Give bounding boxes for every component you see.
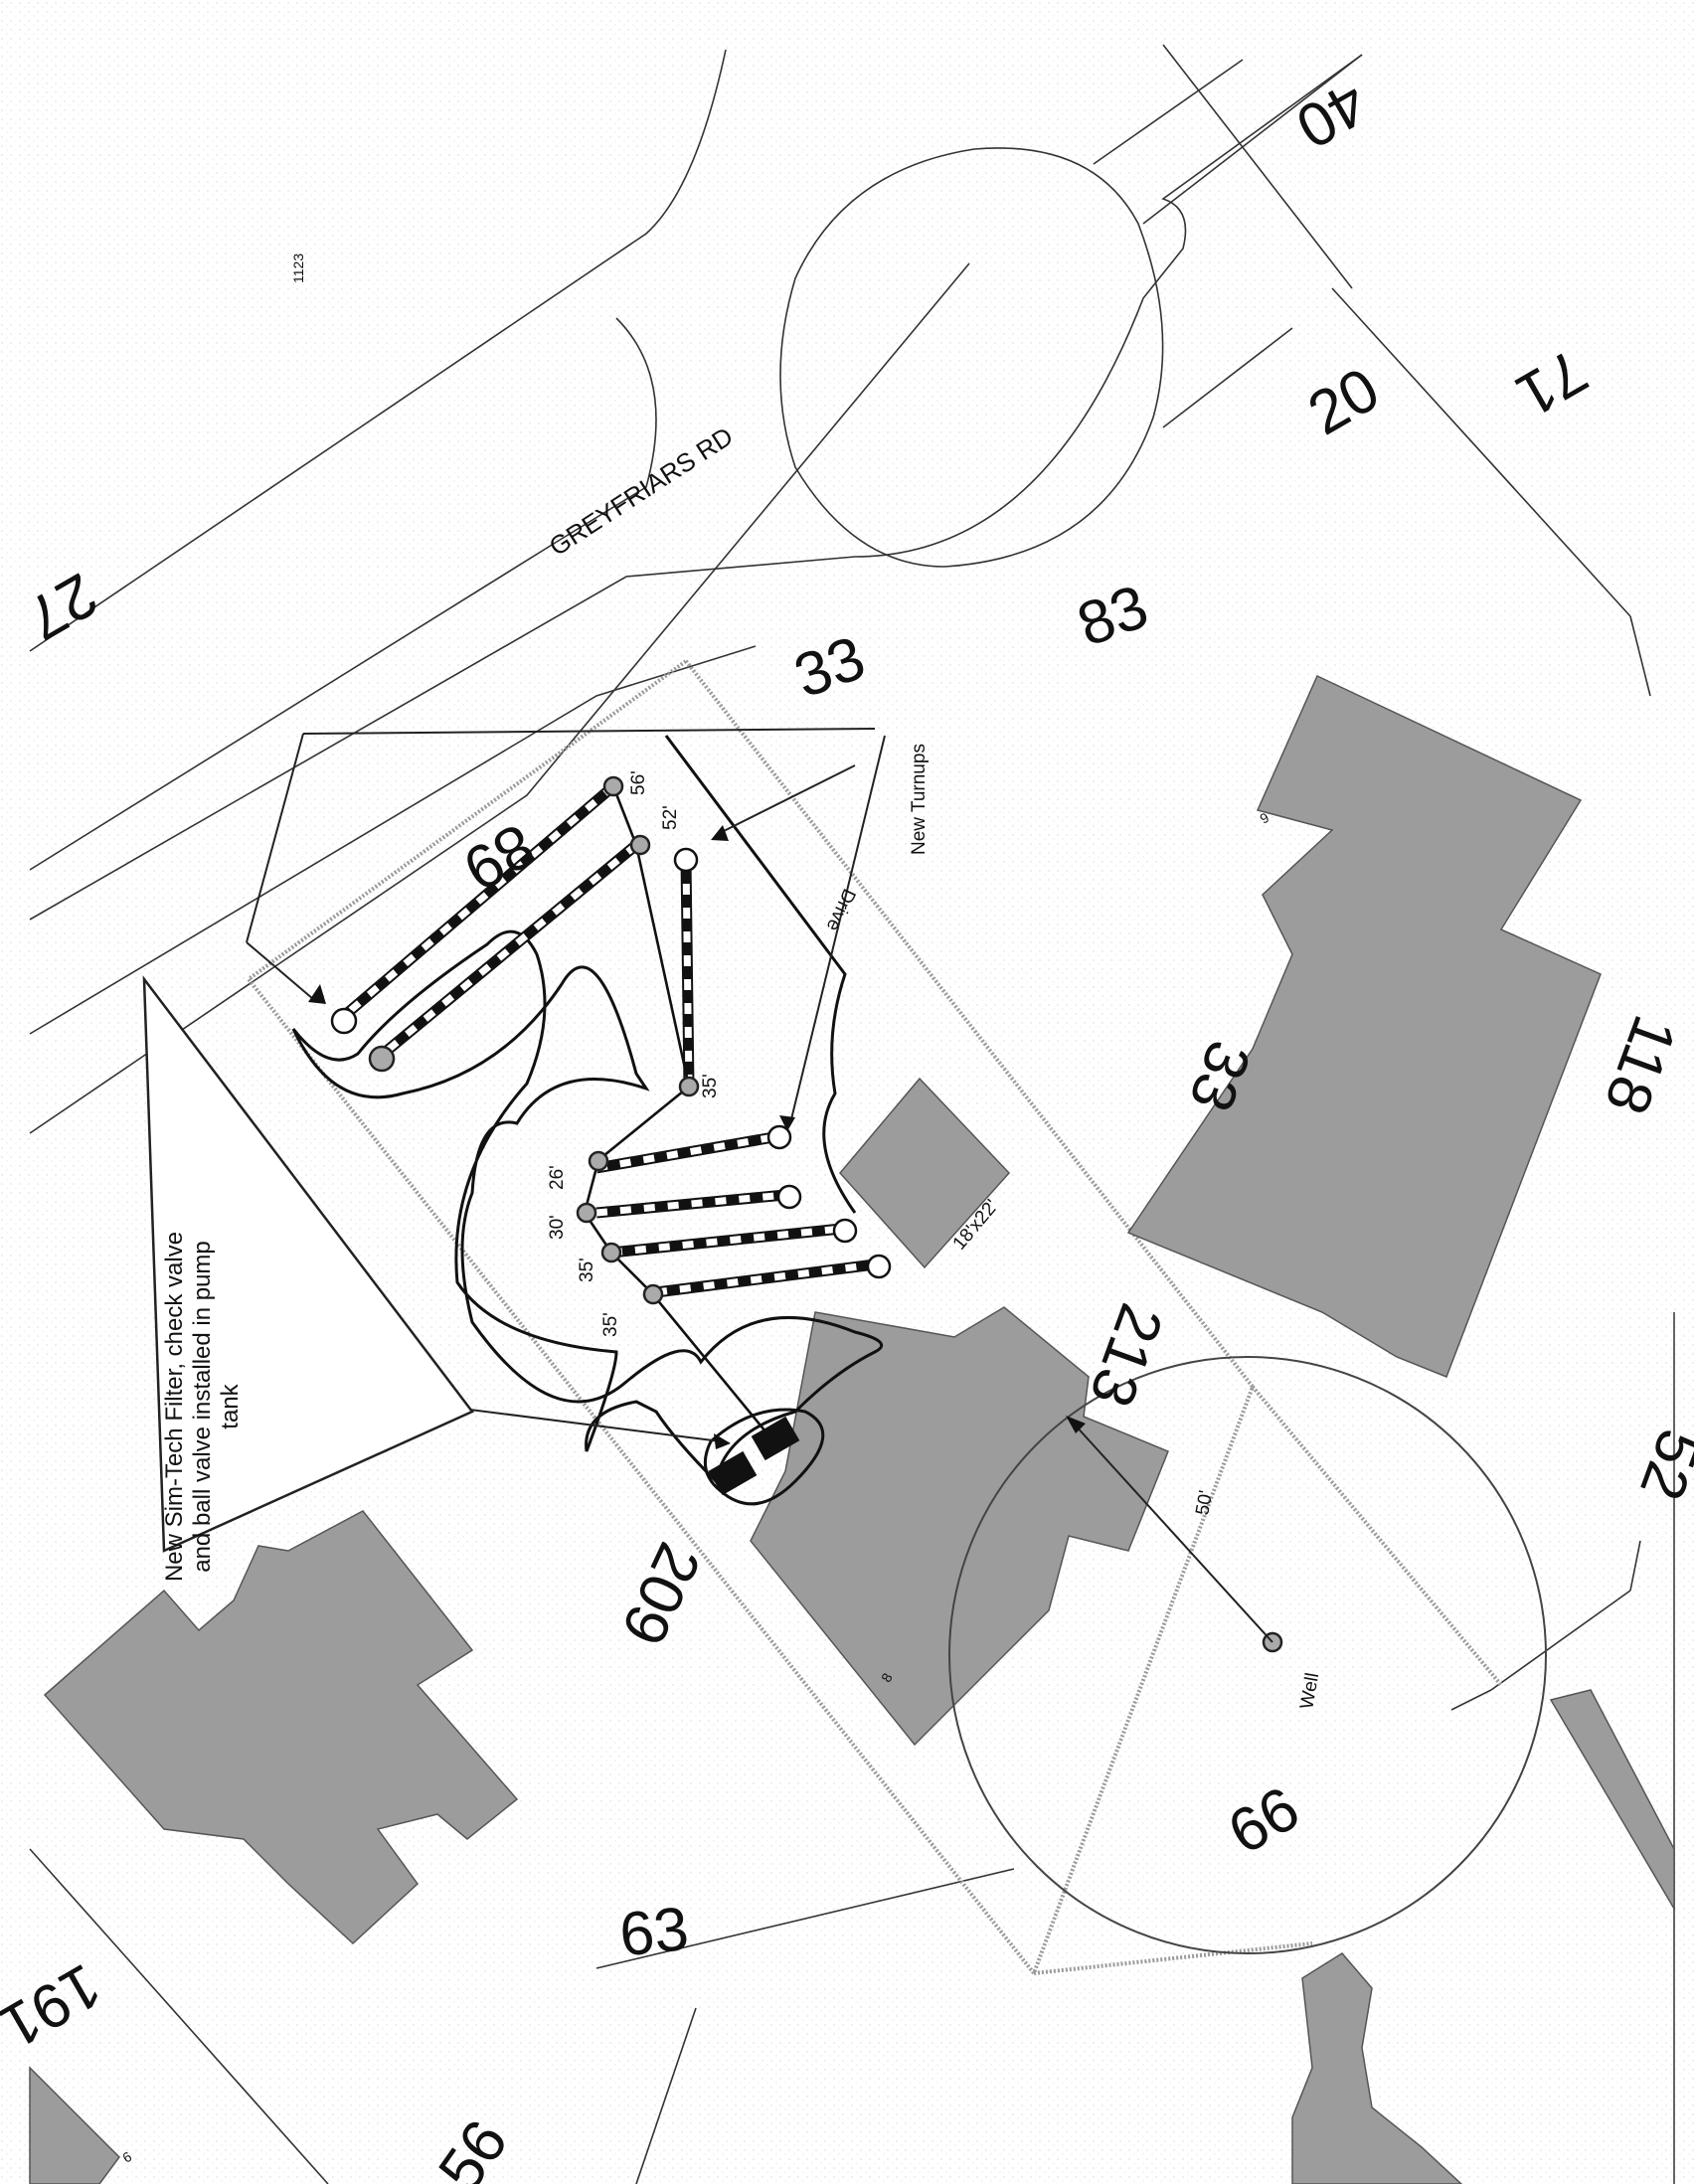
lot-boundary: [246, 658, 1256, 1978]
road-edge-south: [29, 54, 1363, 921]
distribution-pipe: [583, 785, 767, 1432]
lateral-length-35-b: 35': [577, 1258, 597, 1282]
well-radius-circle: [948, 1356, 1547, 1954]
house-main: [750, 1306, 1169, 1747]
road-edge-north: [29, 317, 657, 871]
road-edge-north-2: [29, 49, 727, 652]
lateral-length-35-c: 35': [600, 1312, 621, 1337]
drive-outline: [664, 735, 857, 1214]
lateral-length-56: 56': [628, 770, 649, 795]
lateral-length-52: 52': [660, 805, 681, 830]
turnups: [330, 847, 892, 1279]
building-east-large: [1126, 674, 1602, 1378]
well-radius-label: 50': [1192, 1489, 1217, 1517]
garage: [839, 1077, 1011, 1269]
road-centerline: [29, 262, 970, 1134]
laterals: [340, 781, 876, 1298]
pump-note-box: [142, 975, 474, 1553]
cul-de-sac: [779, 147, 1164, 568]
road-edge-south-2: [29, 645, 757, 1035]
building-southeast: [1291, 1952, 1463, 2184]
septic-tank: [708, 1450, 758, 1496]
building-west: [43, 1510, 519, 1945]
well-distance-line: [1073, 1423, 1273, 1643]
pump-note-line-2: and ball valve installed in pump: [189, 1241, 216, 1573]
lot-boundary-south: [1033, 1941, 1313, 1975]
pump-tank: [751, 1416, 800, 1461]
pump-note-line-1: New Sim-Tech Filter, check valve: [161, 1232, 188, 1582]
well-distance-arrow: [1066, 1416, 1086, 1433]
pump-note-line-3: tank: [217, 1383, 244, 1428]
lateral-length-26: 26': [547, 1165, 568, 1190]
callout-lines: [246, 728, 886, 1449]
building-southwest: [29, 2066, 120, 2184]
map-number-label: 1123: [290, 253, 306, 283]
parcel-label-63: 63: [616, 1895, 692, 1970]
pump-note-text: New Sim-Tech Filter, check valve and bal…: [161, 1232, 244, 1582]
lateral-length-30: 30': [547, 1215, 568, 1240]
parcel-lines: [29, 44, 1651, 2184]
leach-field-outline: [291, 929, 884, 1485]
distribution-nodes: [576, 775, 700, 1305]
cul-de-sac-exit-2: [1093, 59, 1244, 165]
building-east-strip: [1549, 1689, 1675, 1912]
new-turnups-label: New Turnups: [909, 744, 930, 855]
road-greyfriars: [29, 49, 1363, 1134]
cul-de-sac-exit: [1142, 54, 1363, 225]
lot-boundary-east: [1251, 1385, 1503, 1687]
tank-area-outline: [703, 1408, 825, 1506]
lateral-length-35-a: 35': [700, 1074, 721, 1098]
